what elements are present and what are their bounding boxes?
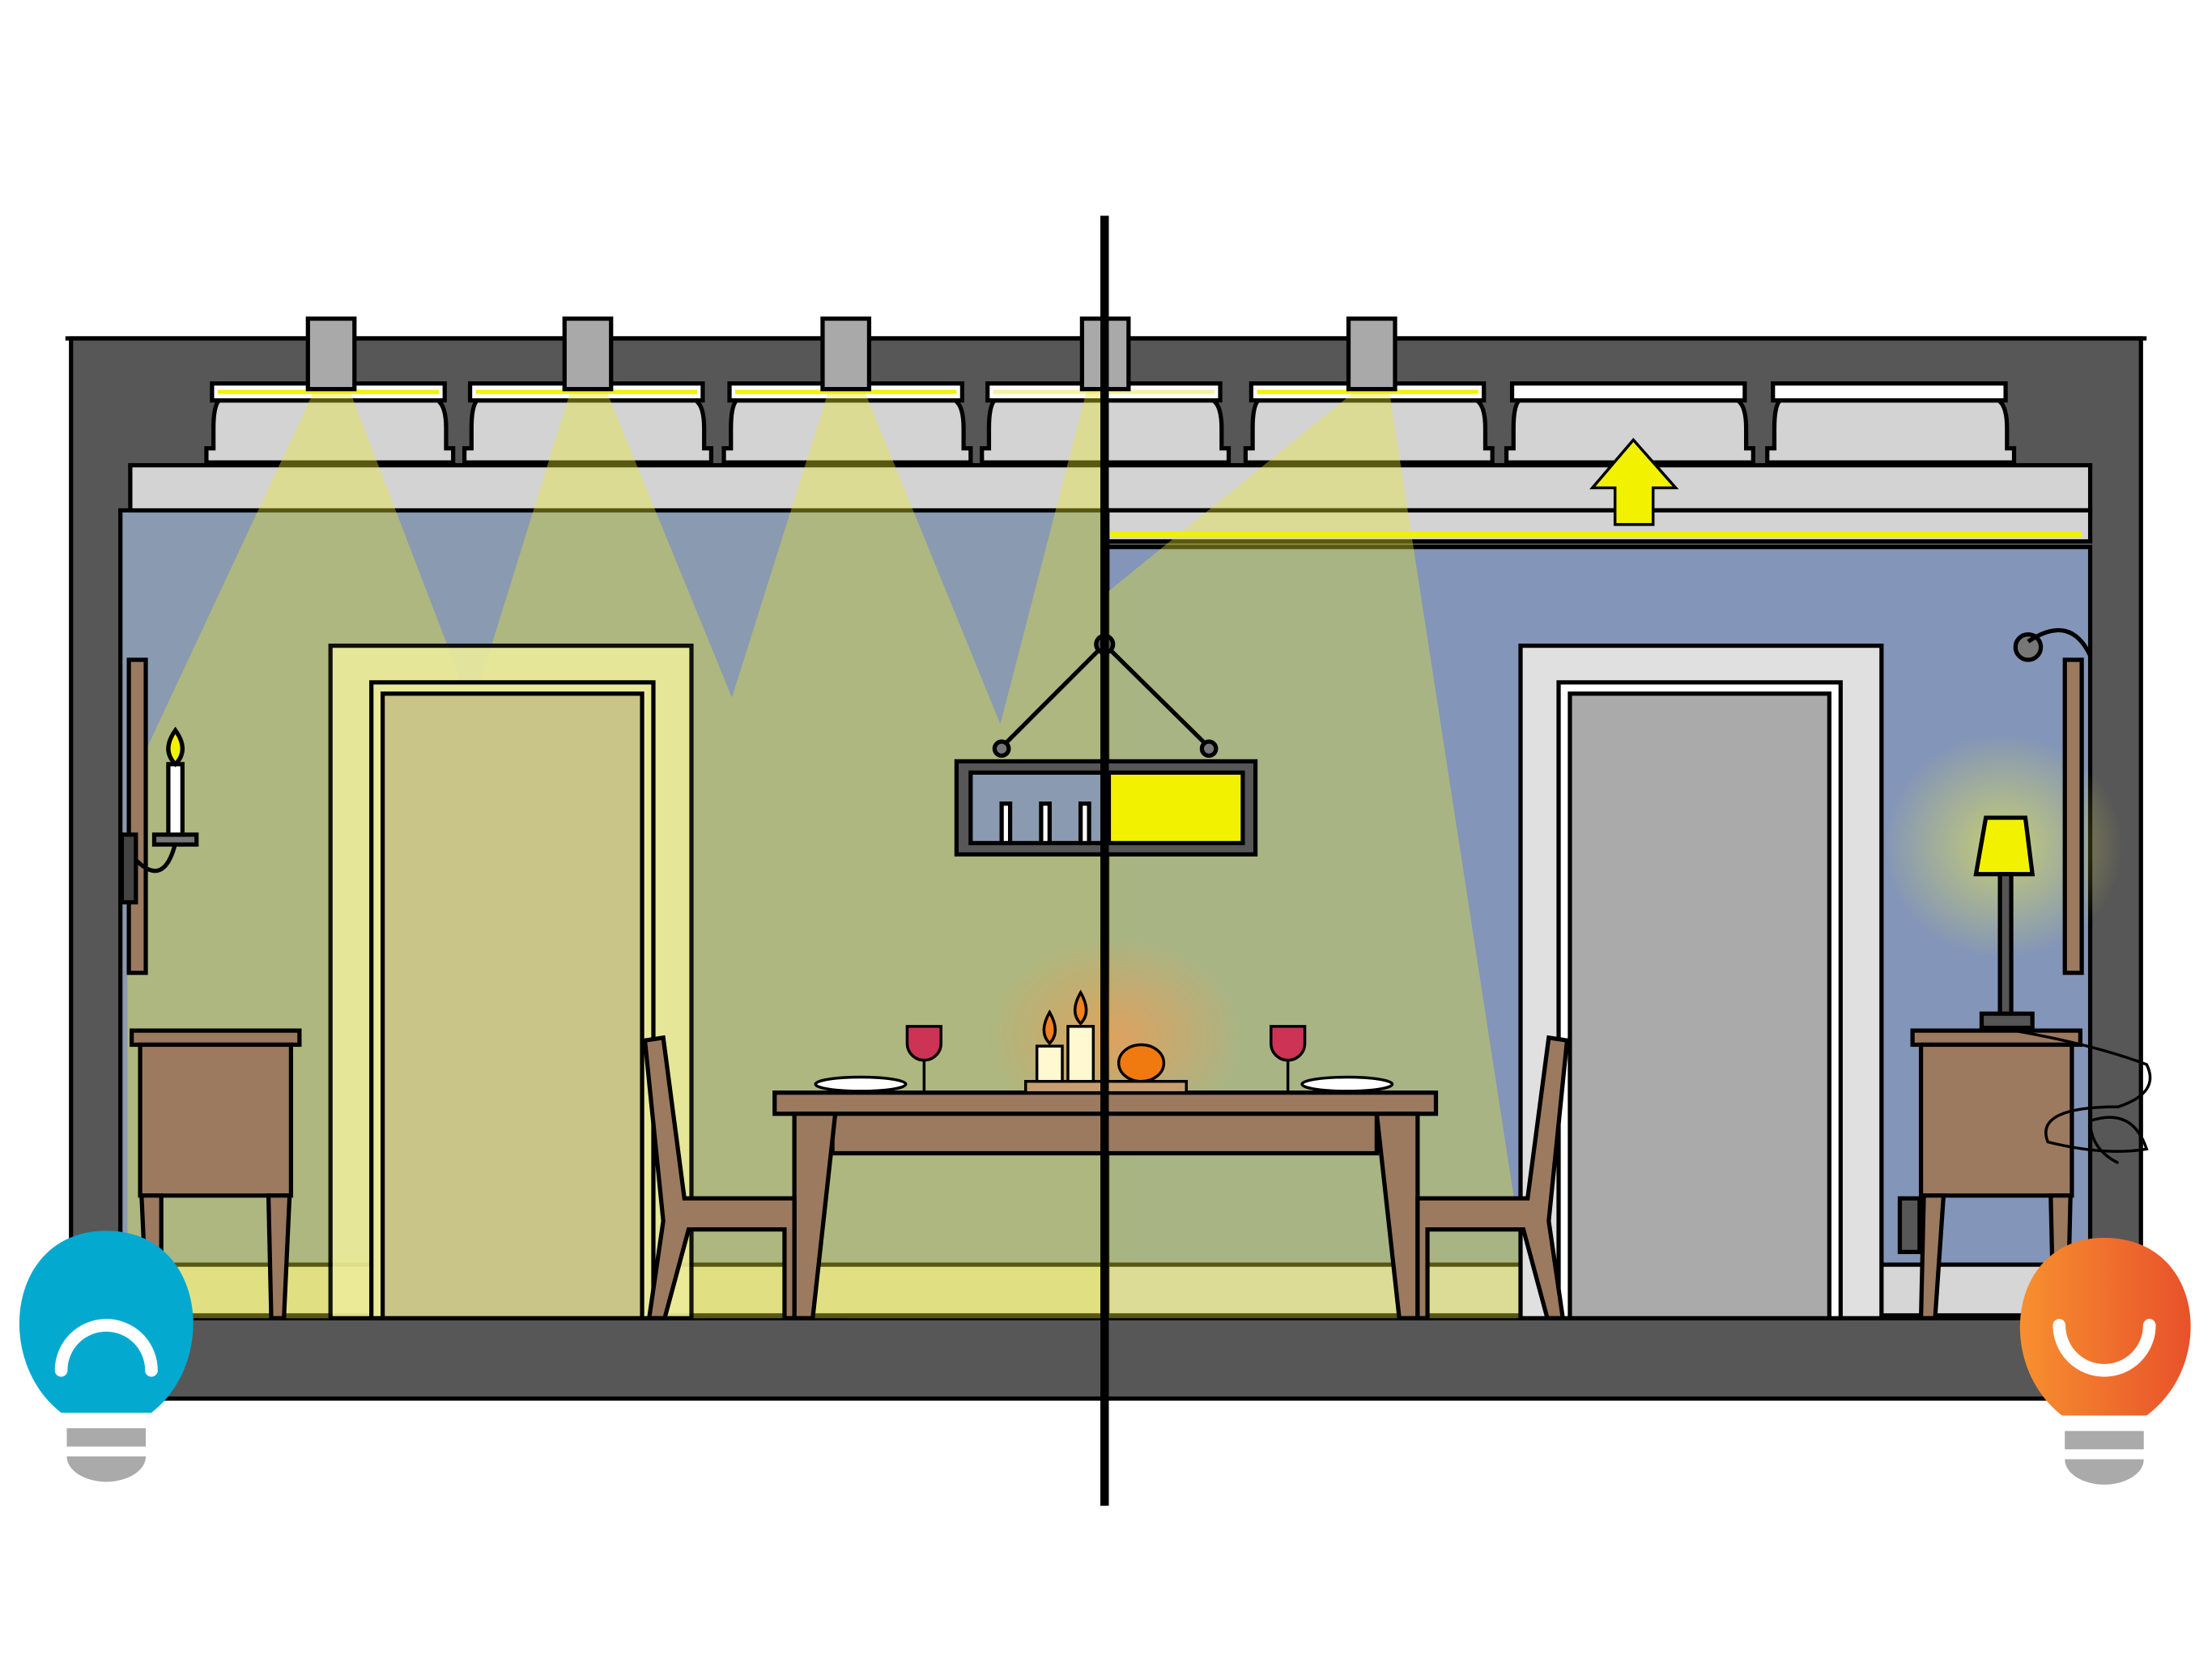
coffer (462, 397, 713, 465)
lightbulb-on-icon (2019, 1238, 2191, 1485)
coffer (1504, 397, 1755, 465)
scribble (2005, 1027, 2152, 1165)
arrow-up-icon (1589, 437, 1679, 526)
coffer (1765, 397, 2017, 465)
coffer-trim (1771, 381, 2008, 403)
crown-molding (128, 463, 2093, 513)
lightbulb-off-icon (19, 1231, 194, 1482)
chairs (642, 1035, 1570, 1320)
table-lamp (1973, 627, 2092, 1031)
door-left (328, 643, 694, 1320)
spotlights (305, 316, 1397, 392)
chandelier (954, 633, 1258, 857)
ceiling-coffers (204, 381, 2017, 465)
coffer-trim (1509, 381, 1747, 403)
wall-sconce (119, 657, 199, 976)
door-right (1518, 643, 1884, 1320)
coffer (1243, 397, 1495, 465)
coffer (204, 397, 456, 465)
coffer (721, 397, 973, 465)
